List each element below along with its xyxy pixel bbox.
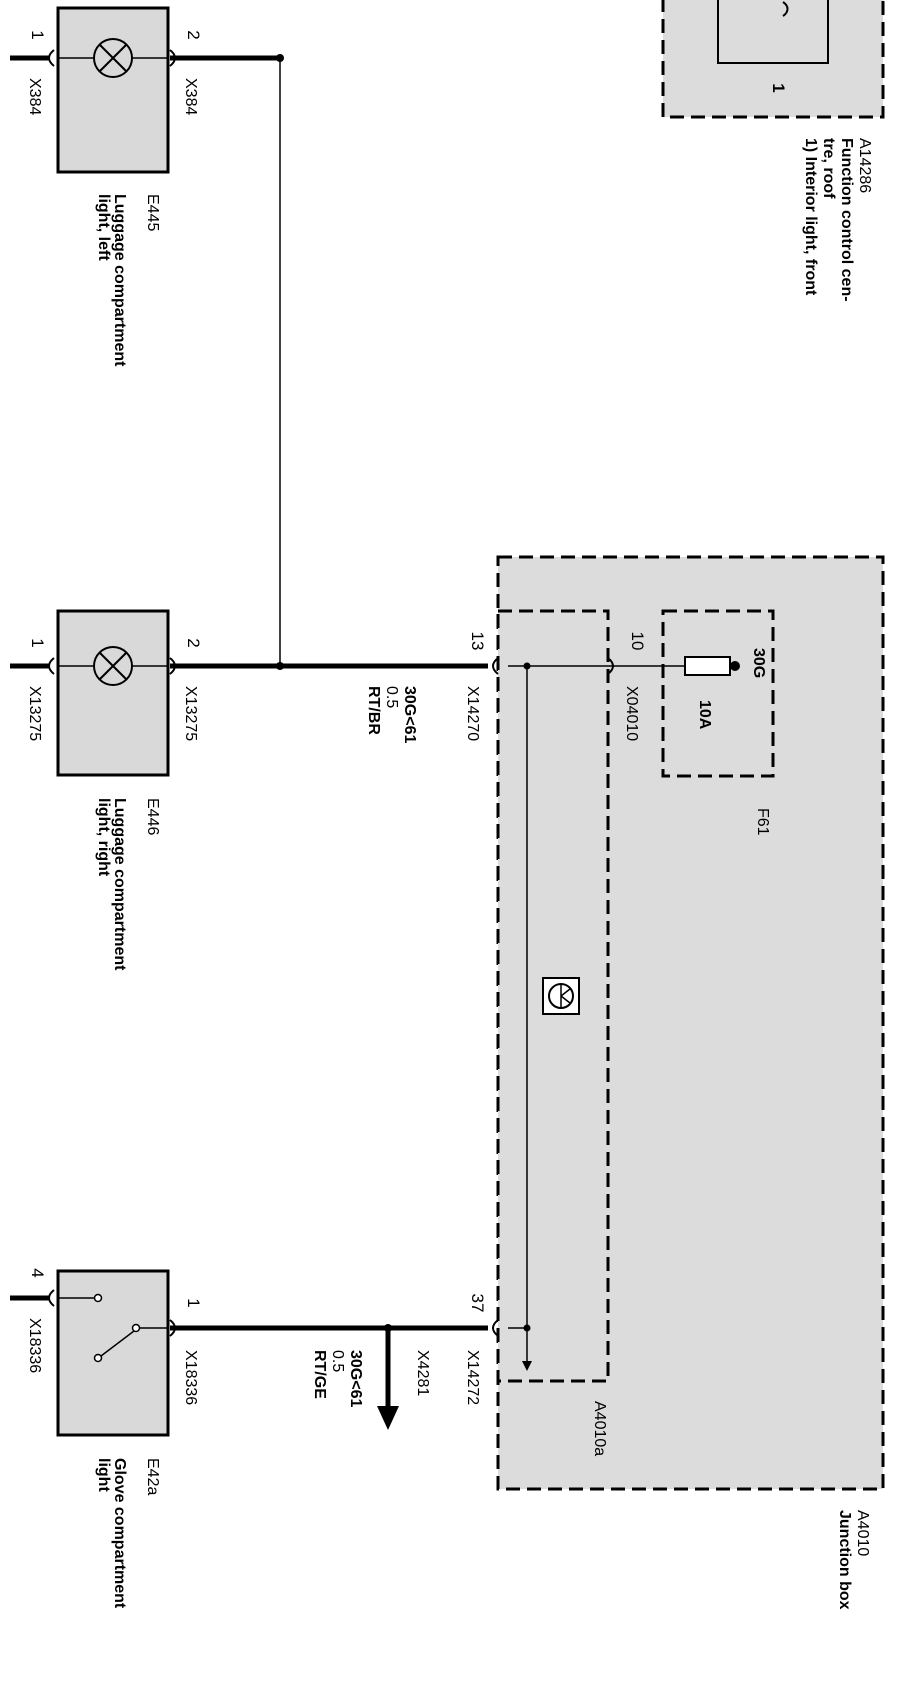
interior-light-front-box	[717, 0, 829, 64]
connector-label: X04010	[623, 686, 640, 741]
connector-symbol	[169, 49, 176, 67]
component-desc: Luggage compartment	[111, 798, 128, 971]
component-id: E42a	[144, 1458, 161, 1495]
module-desc: Function control cen-	[838, 138, 855, 302]
connector-label: X18336	[182, 1350, 199, 1405]
connector-symbol	[48, 49, 55, 67]
pin-label: 37	[468, 1294, 487, 1313]
connector-symbol	[607, 657, 614, 675]
fuse-f61-symbol	[684, 656, 731, 676]
connector-symbol	[169, 657, 176, 675]
connector-symbol	[169, 1319, 176, 1337]
connector-symbol	[48, 1289, 55, 1307]
interior-light-symbol	[782, 1, 789, 17]
fuse-rating-label: 10A	[696, 700, 713, 730]
module-id: A4010a	[591, 1401, 608, 1456]
lamp-e446-box	[56, 609, 170, 777]
ground-icon-line	[560, 995, 571, 1004]
pin-label: 1	[28, 638, 47, 647]
switch-e42a-contact	[93, 1293, 103, 1303]
lamp-e445-icon-x	[99, 44, 127, 72]
x4281-arrow-icon	[377, 1406, 399, 1430]
wire-size-label: 0.5	[383, 686, 400, 708]
wire-color-label: RT/GE	[311, 1350, 328, 1399]
wire-color-label: RT/BR	[365, 686, 382, 735]
splice-dot	[276, 662, 284, 670]
switch-e42a-contact	[93, 1353, 103, 1363]
fuse-id-label: F61	[754, 808, 771, 836]
x4281-label: X4281	[414, 1350, 431, 1396]
component-desc: light, left	[95, 194, 112, 261]
component-desc: light, right	[95, 798, 112, 877]
fuse-f61-terminal-dot	[730, 661, 740, 671]
wire-size-label: 0.5	[329, 1350, 346, 1372]
switch-e42a-lever	[100, 1330, 135, 1357]
connector-symbol	[492, 1319, 499, 1337]
connector-label: X384	[26, 78, 43, 115]
switch-e42a-box	[56, 1269, 170, 1437]
pin-label: 2	[184, 638, 203, 647]
splice-dot	[384, 1324, 392, 1332]
splice-dot	[523, 662, 531, 670]
component-desc: Luggage compartment	[111, 194, 128, 367]
module-desc: Junction box	[836, 1510, 853, 1610]
component-desc: light	[95, 1458, 112, 1492]
connector-label: X13275	[26, 686, 43, 741]
switch-e42a-contact	[131, 1323, 141, 1333]
module-id: A14286	[856, 138, 873, 193]
connector-label: X14270	[464, 686, 481, 741]
module-note: 1) Interior light, front	[802, 138, 819, 296]
connector-label: X384	[182, 78, 199, 115]
component-id: E446	[144, 798, 161, 835]
lamp-e445-box	[56, 6, 170, 174]
fuse-f61-outline	[661, 609, 775, 778]
module-id: A4010	[854, 1510, 871, 1556]
component-id: E445	[144, 194, 161, 231]
pin-label: 13	[468, 632, 487, 651]
pin-label: 1	[769, 83, 788, 92]
connector-label: X18336	[26, 1318, 43, 1373]
pin-label: 2	[184, 30, 203, 39]
wire-signal-label: 30G<61	[347, 1350, 364, 1407]
wire-signal-label: 30G<61	[401, 686, 418, 743]
lamp-e446-icon-x	[99, 652, 127, 680]
pin-label: 1	[184, 1298, 203, 1307]
connector-label: X14272	[464, 1350, 481, 1405]
connector-symbol	[48, 657, 55, 675]
fuse-terminal-label: 30G	[750, 648, 767, 678]
connector-label: X13275	[182, 686, 199, 741]
module-desc: tre, roof	[820, 138, 837, 199]
component-desc: Glove compartment	[111, 1458, 128, 1609]
pin-label: 10	[628, 632, 647, 651]
pin-label: 4	[28, 1268, 47, 1277]
splice-dot	[276, 54, 284, 62]
ground-icon-line	[560, 988, 571, 997]
splice-dot	[523, 1324, 531, 1332]
pin-label: 1	[28, 30, 47, 39]
connector-symbol	[492, 657, 499, 675]
